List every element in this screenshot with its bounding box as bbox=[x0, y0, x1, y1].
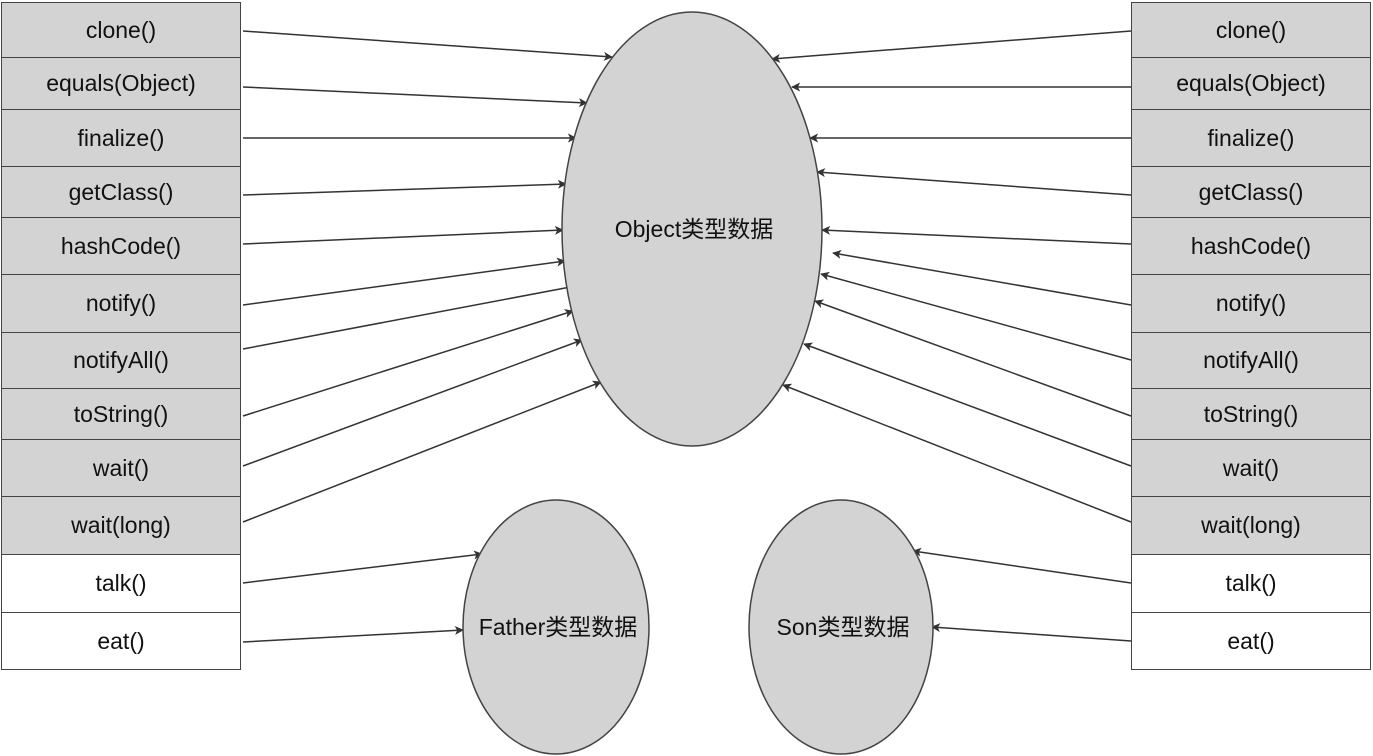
left-method-cell: finalize() bbox=[1, 110, 241, 167]
left-arrow bbox=[242, 282, 582, 350]
left-arrow bbox=[242, 257, 566, 306]
right-method-cell: talk() bbox=[1131, 555, 1371, 613]
right-method-cell: notify() bbox=[1131, 275, 1371, 333]
right-method-cell: equals(Object) bbox=[1131, 58, 1371, 110]
father-ellipse bbox=[462, 499, 650, 755]
left-arrow bbox=[242, 86, 588, 108]
left-method-cell: toString() bbox=[1, 389, 241, 440]
left-method-cell: notify() bbox=[1, 275, 241, 333]
right-method-cell: wait() bbox=[1131, 440, 1371, 497]
father-label: Father类型数据 bbox=[479, 614, 637, 640]
object-label: Object类型数据 bbox=[615, 216, 773, 242]
left-method-cell: eat() bbox=[1, 613, 241, 670]
right-method-cell: hashCode() bbox=[1131, 218, 1371, 275]
right-arrow bbox=[816, 168, 1132, 196]
arrows-group bbox=[242, 30, 1132, 643]
left-arrow bbox=[242, 550, 483, 584]
son-label: Son类型数据 bbox=[777, 614, 910, 640]
right-arrow bbox=[771, 30, 1132, 63]
left-arrow bbox=[242, 309, 574, 417]
son-ellipse bbox=[748, 499, 934, 755]
right-method-cell: clone() bbox=[1131, 2, 1371, 58]
right-arrow bbox=[820, 271, 1132, 361]
left-method-cell: clone() bbox=[1, 2, 241, 58]
right-method-cell: toString() bbox=[1131, 389, 1371, 440]
left-method-cell: hashCode() bbox=[1, 218, 241, 275]
left-method-cell: getClass() bbox=[1, 167, 241, 218]
left-arrow bbox=[242, 225, 564, 245]
left-arrow bbox=[242, 179, 567, 196]
left-method-cell: wait() bbox=[1, 440, 241, 497]
right-arrow bbox=[832, 249, 1132, 306]
left-method-cell: talk() bbox=[1, 555, 241, 613]
right-method-table: clone()equals(Object)finalize()getClass(… bbox=[1131, 2, 1371, 670]
left-method-cell: wait(long) bbox=[1, 497, 241, 555]
left-arrow bbox=[242, 30, 613, 61]
left-arrow bbox=[242, 380, 602, 523]
right-arrow bbox=[803, 342, 1132, 467]
left-method-table: clone()equals(Object)finalize()getClass(… bbox=[1, 2, 241, 670]
object-ellipse bbox=[561, 11, 823, 447]
right-arrow bbox=[912, 547, 1132, 584]
right-method-cell: finalize() bbox=[1131, 110, 1371, 167]
right-arrow bbox=[782, 383, 1132, 523]
right-method-cell: wait(long) bbox=[1131, 497, 1371, 555]
right-method-cell: getClass() bbox=[1131, 167, 1371, 218]
right-method-cell: eat() bbox=[1131, 613, 1371, 670]
left-method-cell: notifyAll() bbox=[1, 333, 241, 389]
right-arrow bbox=[931, 623, 1132, 642]
right-method-cell: notifyAll() bbox=[1131, 333, 1371, 389]
left-method-cell: equals(Object) bbox=[1, 58, 241, 110]
left-arrow bbox=[242, 625, 464, 643]
left-arrow bbox=[242, 338, 583, 467]
right-arrow bbox=[821, 225, 1132, 245]
right-arrow bbox=[814, 299, 1132, 417]
